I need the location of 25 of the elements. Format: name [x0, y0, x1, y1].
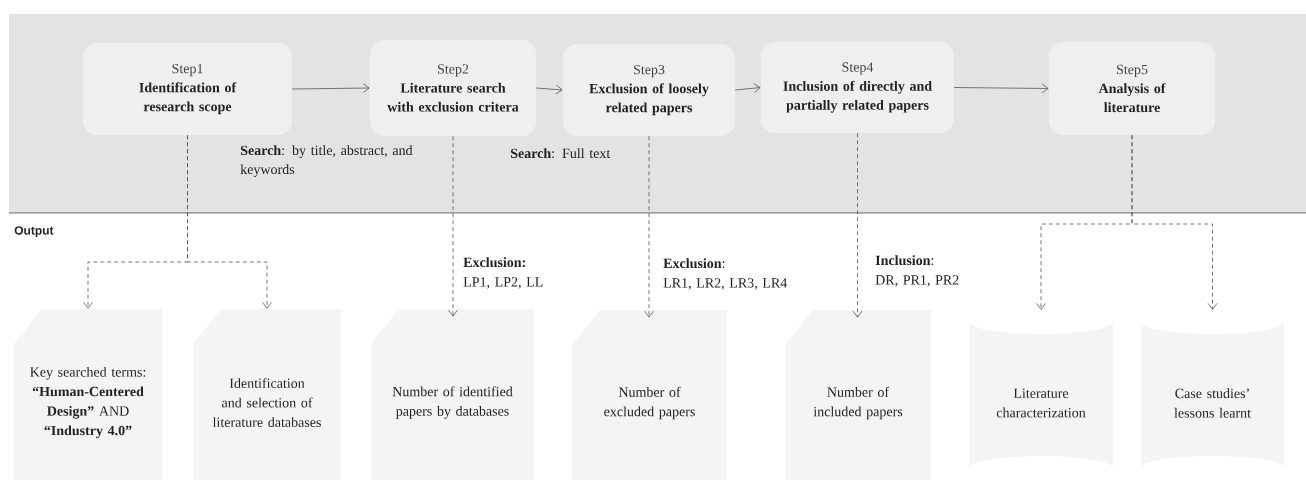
annotation-text: LR1, LR2, LR3, LR4: [663, 278, 788, 290]
database-cylinder: Case studies’ lessons learnt: [1141, 322, 1284, 468]
annotation-text: Search: Full text: [510, 148, 611, 159]
arrow: [187, 134, 272, 309]
annotation-text: Exclusion:: [463, 257, 525, 268]
step-box: Step3 Exclusion of loosely related papers: [563, 44, 735, 136]
annotation-text: Search: by title, abstract, and keywords: [240, 145, 413, 177]
section-label: Output: [14, 226, 54, 238]
database-cylinder: Literature characterization: [969, 322, 1113, 468]
step-box: Step5 Analysis of literature: [1049, 42, 1215, 135]
arrow: [291, 83, 370, 93]
step-box: Step2 Literature search with exclusion critera: [370, 40, 536, 136]
annotation-text: LP1, LP2, LL: [463, 277, 543, 289]
arrow: [448, 135, 458, 317]
annotation-text: DR, PR1, PR2: [875, 275, 959, 287]
arrow: [953, 83, 1049, 94]
step-box: Step1 Identification of research scope: [83, 43, 292, 135]
step-box: Step4 Inclusion of directly and partially related papers: [761, 42, 954, 133]
arrow: [852, 132, 863, 318]
arrow: [535, 84, 563, 95]
arrow: [1131, 134, 1218, 310]
arrow: [734, 83, 761, 94]
annotation-text: Exclusion:: [663, 258, 725, 269]
arrow: [644, 135, 654, 318]
annotation-text: Inclusion:: [875, 255, 934, 266]
